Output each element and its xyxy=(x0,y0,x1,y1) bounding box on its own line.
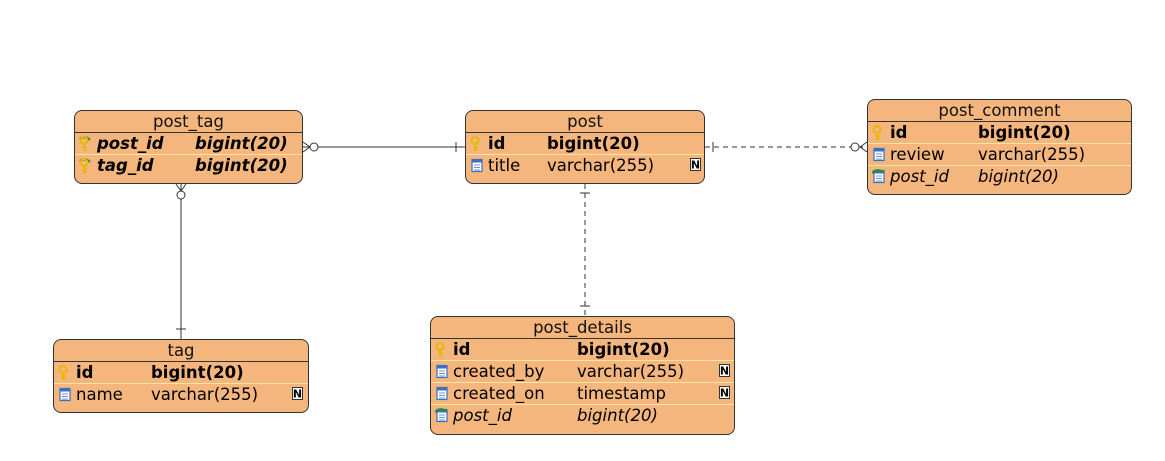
column-type: varchar(255) xyxy=(547,156,655,175)
column-type: bigint(20) xyxy=(195,156,288,175)
column-name: post_id xyxy=(453,406,512,425)
column-row[interactable]: id bigint(20) xyxy=(431,339,734,360)
column-type: bigint(20) xyxy=(547,134,640,153)
entity-title: post_details xyxy=(431,317,734,339)
column-name: review xyxy=(890,145,945,164)
column-name: name xyxy=(76,385,123,404)
column-row[interactable]: id bigint(20) xyxy=(466,133,704,154)
svg-text:N: N xyxy=(293,388,302,401)
column-type: bigint(20) xyxy=(978,123,1071,142)
entity-title: post_comment xyxy=(868,100,1131,122)
column-name: title xyxy=(488,156,521,175)
column-name: created_by xyxy=(453,362,545,381)
column-row[interactable]: post_id bigint(20) xyxy=(868,165,1131,187)
column-icon xyxy=(59,387,71,402)
column-row[interactable]: post_id bigint(20) xyxy=(431,404,734,426)
entity-title: post xyxy=(466,111,704,133)
nullable-flag-icon: N xyxy=(690,158,701,171)
primary-key-icon xyxy=(470,136,480,151)
primary-foreign-key-icon xyxy=(79,136,91,151)
svg-text:N: N xyxy=(691,159,700,172)
nullable-flag-icon: N xyxy=(292,387,303,400)
foreign-key-icon xyxy=(435,408,448,423)
primary-foreign-key-icon xyxy=(79,158,91,173)
column-row[interactable]: created_by varchar(255) N xyxy=(431,360,734,382)
column-type: varchar(255) xyxy=(978,145,1086,164)
column-row[interactable]: title varchar(255) N xyxy=(466,154,704,176)
column-type: bigint(20) xyxy=(151,363,244,382)
column-row[interactable]: review varchar(255) xyxy=(868,143,1131,165)
primary-key-icon xyxy=(58,365,68,380)
entity-title: post_tag xyxy=(75,111,302,133)
column-name: id xyxy=(890,123,908,142)
svg-text:N: N xyxy=(720,365,729,378)
nullable-flag-icon: N xyxy=(719,386,730,399)
foreign-key-icon xyxy=(872,169,885,184)
column-row[interactable]: post_id bigint(20) xyxy=(75,133,302,154)
nullable-flag-icon: N xyxy=(719,364,730,377)
column-name: tag_id xyxy=(97,156,154,175)
column-icon xyxy=(436,386,448,401)
rel-post-post-details xyxy=(580,184,590,316)
column-type: varchar(255) xyxy=(577,362,685,381)
column-row[interactable]: id bigint(20) xyxy=(54,362,308,383)
column-name: post_id xyxy=(890,167,949,186)
svg-text:N: N xyxy=(720,387,729,400)
column-icon xyxy=(471,158,483,173)
entity-title: tag xyxy=(54,340,308,362)
column-name: created_on xyxy=(453,384,545,403)
column-row[interactable]: name varchar(255) N xyxy=(54,383,308,405)
column-row[interactable]: id bigint(20) xyxy=(868,122,1131,143)
column-name: id xyxy=(453,340,471,359)
primary-key-icon xyxy=(872,125,882,140)
column-icon xyxy=(436,364,448,379)
column-name: id xyxy=(76,363,94,382)
column-type: bigint(20) xyxy=(978,167,1059,186)
rel-post-tag-post xyxy=(302,141,465,153)
column-name: id xyxy=(488,134,506,153)
column-type: bigint(20) xyxy=(577,406,658,425)
column-row[interactable]: created_on timestamp N xyxy=(431,382,734,404)
column-icon xyxy=(873,147,885,162)
column-type: bigint(20) xyxy=(195,134,288,153)
column-row[interactable]: tag_id bigint(20) xyxy=(75,154,302,176)
primary-key-icon xyxy=(435,342,445,357)
rel-post-post-comment xyxy=(705,141,868,153)
rel-post-tag-tag xyxy=(175,183,187,339)
column-type: timestamp xyxy=(577,384,667,403)
column-type: varchar(255) xyxy=(151,385,259,404)
column-name: post_id xyxy=(97,134,164,153)
column-type: bigint(20) xyxy=(577,340,670,359)
